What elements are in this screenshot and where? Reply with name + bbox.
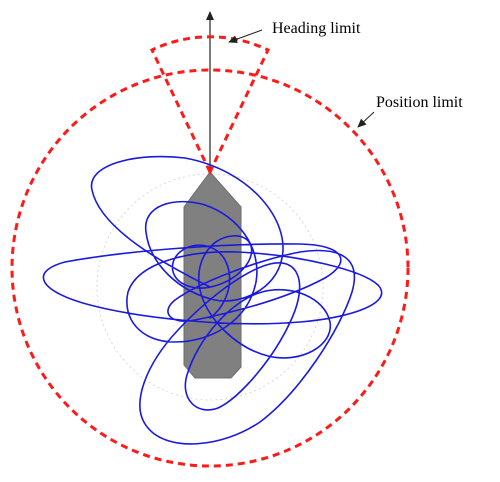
heading-limit-sector [150, 35, 270, 176]
vessel-trajectory [42, 155, 383, 445]
heading-limit-pointer [228, 29, 263, 44]
position-limit-circle [10, 68, 410, 468]
position-limit-label: Position limit [376, 94, 463, 111]
heading-limit-label: Heading limit [272, 20, 361, 37]
position-limit-pointer [357, 111, 375, 128]
